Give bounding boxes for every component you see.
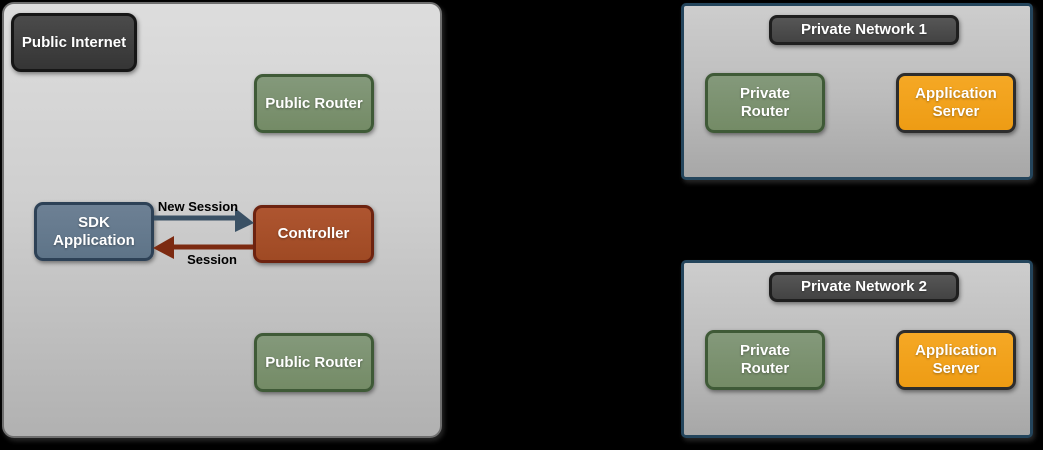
session-arrow-label: Session <box>187 252 237 267</box>
public-internet-zone: Public Internet Public Router SDK Applic… <box>2 2 442 438</box>
private-network-1-zone: Private Network 1 Private Router Applica… <box>681 3 1033 180</box>
private-network-2-zone: Private Network 2 Private Router Applica… <box>681 260 1033 438</box>
node-private-router-1: Private Router <box>705 73 825 133</box>
node-private-router-2: Private Router <box>705 330 825 390</box>
node-application-server-2-label: Application Server <box>915 342 997 377</box>
node-controller-label: Controller <box>277 225 350 242</box>
node-public-internet: Public Internet <box>11 13 137 72</box>
node-sdk-application: SDK Application <box>34 202 154 261</box>
node-sdk-application-label: SDK Application <box>53 213 135 249</box>
node-application-server-2: Application Server <box>896 330 1016 390</box>
node-public-router-top: Public Router <box>254 74 374 133</box>
node-application-server-1: Application Server <box>896 73 1016 133</box>
node-public-router-bottom: Public Router <box>254 333 374 392</box>
node-public-internet-label: Public Internet <box>21 33 127 51</box>
node-controller: Controller <box>253 205 374 263</box>
node-application-server-1-label: Application Server <box>915 85 997 120</box>
private-network-2-title: Private Network 2 <box>769 272 959 302</box>
private-network-2-title-label: Private Network 2 <box>801 278 927 295</box>
private-network-1-title: Private Network 1 <box>769 15 959 45</box>
private-network-1-title-label: Private Network 1 <box>801 21 927 38</box>
node-public-router-top-label: Public Router <box>265 94 363 112</box>
node-public-router-bottom-label: Public Router <box>265 353 363 371</box>
node-private-router-2-label: Private Router <box>739 342 791 377</box>
node-private-router-1-label: Private Router <box>739 85 791 120</box>
new-session-arrow-label: New Session <box>157 199 239 214</box>
